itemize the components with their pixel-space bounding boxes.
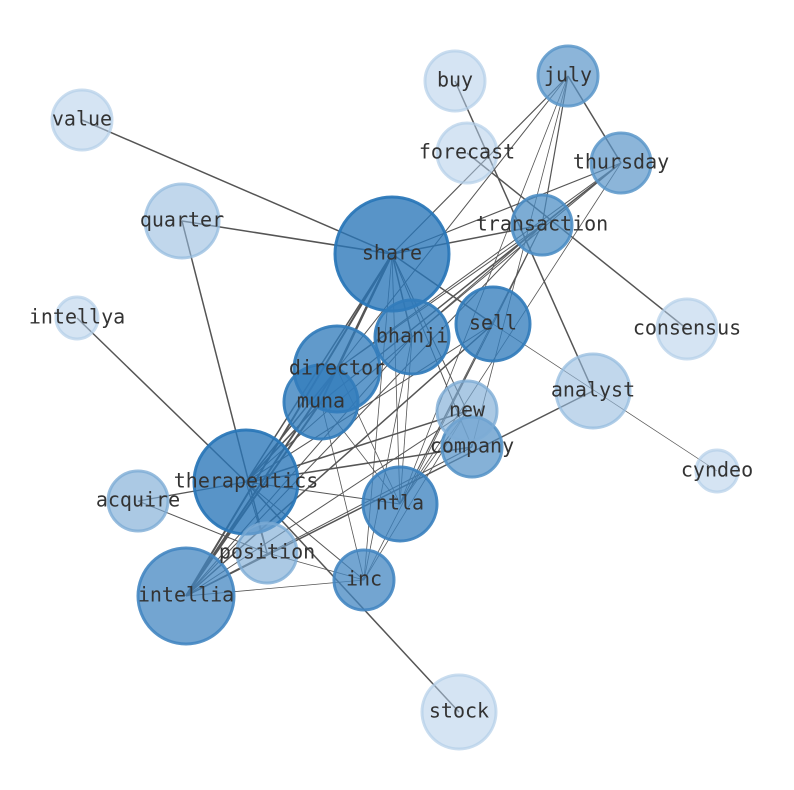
node-consensus <box>655 297 719 361</box>
node-label-bhanji: bhanji <box>376 324 448 348</box>
node-label-intellya: intellya <box>29 305 125 329</box>
node-sell <box>454 285 532 363</box>
edge-intellia-new <box>185 410 468 597</box>
node-muna <box>282 363 360 441</box>
node-new <box>435 379 499 443</box>
edge-share-intellia <box>185 253 393 597</box>
node-label-ntla: ntla <box>376 491 424 515</box>
node-label-buy: buy <box>437 68 473 92</box>
edge-july-company <box>471 75 569 448</box>
node-label-intellia: intellia <box>138 583 234 607</box>
node-label-consensus: consensus <box>633 316 741 340</box>
node-label-sell: sell <box>469 311 517 335</box>
node-label-therapeutics: therapeutics <box>174 469 319 493</box>
label-layer: sharetherapeuticsintelliadirectorbhanjis… <box>29 63 753 723</box>
node-label-value: value <box>52 107 112 131</box>
node-label-quarter: quarter <box>140 208 224 232</box>
node-label-company: company <box>430 434 514 458</box>
edge-bhanji-thursday <box>411 162 622 338</box>
node-label-position: position <box>219 540 315 564</box>
node-layer <box>50 44 740 751</box>
edge-forecast-consensus <box>466 152 688 330</box>
node-label-analyst: analyst <box>551 378 635 402</box>
node-intellya <box>54 295 100 341</box>
node-label-muna: muna <box>297 389 345 413</box>
node-label-new: new <box>449 398 486 422</box>
node-label-share: share <box>362 241 422 265</box>
node-label-inc: inc <box>346 567 382 591</box>
node-label-transaction: transaction <box>476 212 608 236</box>
node-position <box>235 521 299 585</box>
node-label-forecast: forecast <box>419 140 515 164</box>
edge-bhanji-inc <box>363 336 413 581</box>
node-intellia <box>136 546 236 646</box>
node-analyst <box>554 352 632 430</box>
edge-transaction-ntla <box>399 224 543 505</box>
node-label-july: july <box>544 63 592 87</box>
node-transaction <box>510 193 574 257</box>
edge-director-july <box>336 75 569 370</box>
node-inc <box>332 548 396 612</box>
node-bhanji <box>373 298 451 376</box>
node-quarter <box>143 182 221 260</box>
node-buy <box>423 49 487 113</box>
node-july <box>536 44 600 108</box>
node-thursday <box>589 131 653 195</box>
node-stock <box>420 673 498 751</box>
node-forecast <box>435 121 499 185</box>
node-ntla <box>361 465 439 543</box>
node-label-stock: stock <box>429 699 489 723</box>
edge-intellia-company <box>185 446 473 597</box>
node-label-thursday: thursday <box>573 150 669 174</box>
node-label-acquire: acquire <box>96 488 180 512</box>
node-value <box>50 88 114 152</box>
node-label-director: director <box>289 356 385 380</box>
node-acquire <box>106 469 170 533</box>
node-cyndeo <box>694 448 740 494</box>
node-label-cyndeo: cyndeo <box>681 458 753 482</box>
